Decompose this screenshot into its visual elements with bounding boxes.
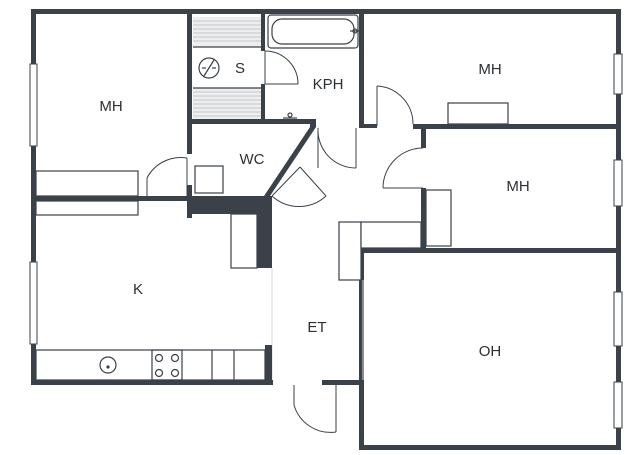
fixtures — [35, 14, 509, 385]
room-label-mh-top-left: MH — [99, 98, 122, 115]
room-label-mh-middle-right: MH — [506, 178, 529, 195]
room-label-sauna: S — [235, 60, 245, 77]
room-label-kitchen: K — [133, 281, 143, 298]
windows — [29, 53, 623, 429]
room-label-mh-top-right: MH — [478, 61, 501, 78]
walls — [31, 9, 621, 450]
doors — [146, 50, 424, 433]
room-label-living-room: OH — [479, 343, 502, 360]
room-labels: MH S KPH MH WC MH K ET OH — [99, 60, 529, 360]
sauna-bench-hatching — [193, 17, 261, 120]
room-label-wc: WC — [240, 151, 265, 168]
room-label-entrance: ET — [307, 319, 326, 336]
room-label-bathroom: KPH — [313, 76, 344, 93]
